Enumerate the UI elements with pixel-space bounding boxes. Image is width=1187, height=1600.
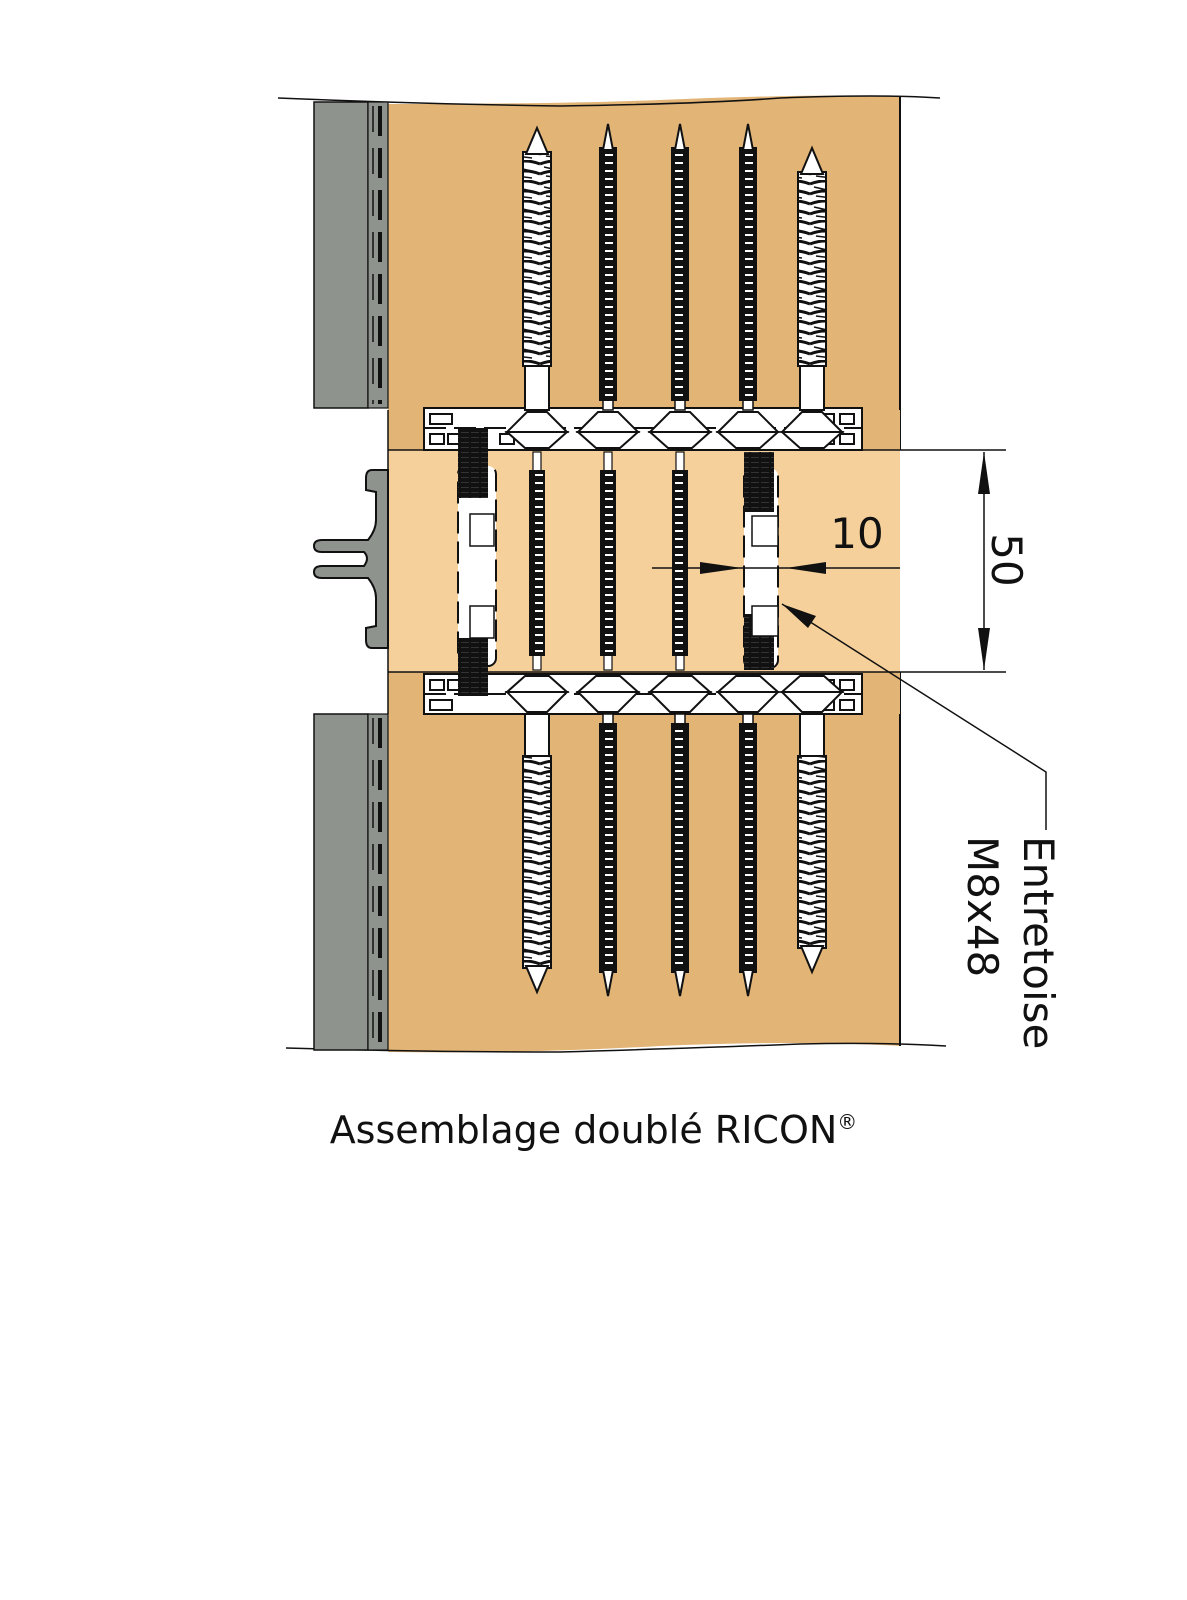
screw-head-lower: [647, 675, 713, 693]
inner-screw-1: [529, 451, 545, 671]
upper-screw-5: [779, 145, 845, 449]
screw-tip: [673, 969, 687, 997]
inner-screw-3: [672, 451, 688, 671]
screw-tip: [601, 969, 615, 997]
callout-label-entretoise: Entretoise: [1014, 836, 1063, 1049]
screw-shank: [602, 399, 614, 411]
inner-screw-thread: [600, 470, 616, 656]
inner-screw-2: [600, 451, 616, 671]
caption-text: Assemblage doublé RICON: [329, 1108, 838, 1152]
screw-head-lower: [504, 675, 570, 693]
screw-thread: [739, 147, 757, 401]
screw-thread: [599, 723, 617, 973]
lower-screw-2: [575, 675, 641, 997]
screw-thread: [522, 151, 552, 367]
screw-tip: [741, 123, 755, 151]
dimension-label-10: 10: [830, 509, 883, 558]
inner-screw-thread: [672, 470, 688, 656]
screw-head-lower: [647, 431, 713, 449]
screw-tip: [673, 123, 687, 151]
screw-shank: [602, 713, 614, 725]
screw-tip: [524, 965, 550, 995]
screw-shank: [674, 713, 686, 725]
upper-screw-3: [647, 123, 713, 449]
screw-head-lower: [504, 431, 570, 449]
upper-screw-2: [575, 123, 641, 449]
screw-thread: [599, 147, 617, 401]
screw-shank: [799, 365, 825, 411]
screw-tip: [799, 145, 825, 175]
screw-head-lower: [779, 431, 845, 449]
screw-shank: [524, 365, 550, 411]
lower-timber-beam: [285, 672, 947, 1053]
screw-head-lower: [715, 431, 781, 449]
callout-label-size: M8x48: [958, 836, 1007, 977]
upper-screw-1: [504, 125, 570, 449]
screw-shank: [742, 399, 754, 411]
screw-thread: [797, 755, 827, 949]
inner-screw-thread: [529, 470, 545, 656]
screw-shank: [524, 713, 550, 757]
screw-head-lower: [779, 675, 845, 693]
upper-facade-profile: [313, 101, 389, 409]
screw-thread: [797, 171, 827, 367]
upper-timber-beam: [277, 95, 941, 450]
diagram-caption: Assemblage doublé RICON®: [0, 1108, 1187, 1152]
spacer-left: [457, 428, 497, 696]
screw-head-lower: [715, 675, 781, 693]
lower-screw-3: [647, 675, 713, 997]
screw-group: [504, 123, 845, 997]
screw-thread: [671, 147, 689, 401]
dimension-height-50: 50: [900, 449, 1031, 673]
registered-mark: ®: [837, 1110, 858, 1134]
screw-tip: [601, 123, 615, 151]
screw-tip: [741, 969, 755, 997]
screw-tip: [524, 125, 550, 155]
screw-thread: [739, 723, 757, 973]
screw-shank: [799, 713, 825, 757]
mullion-clip-profile: [312, 469, 389, 649]
spacer-right: [743, 452, 779, 670]
callout-leader: Entretoise M8x48: [781, 603, 1063, 1049]
screw-shank: [674, 399, 686, 411]
lower-screw-5: [779, 675, 845, 975]
screw-thread: [522, 755, 552, 969]
screw-head-lower: [575, 431, 641, 449]
screw-thread: [671, 723, 689, 973]
upper-screw-4: [715, 123, 781, 449]
screw-shank: [742, 713, 754, 725]
dimension-gap-10: 10: [652, 509, 900, 574]
screw-head-lower: [575, 675, 641, 693]
dimension-label-50: 50: [982, 533, 1031, 586]
screw-tip: [799, 945, 825, 975]
lower-screw-1: [504, 675, 570, 995]
lower-facade-profile: [313, 713, 389, 1051]
lower-screw-4: [715, 675, 781, 997]
